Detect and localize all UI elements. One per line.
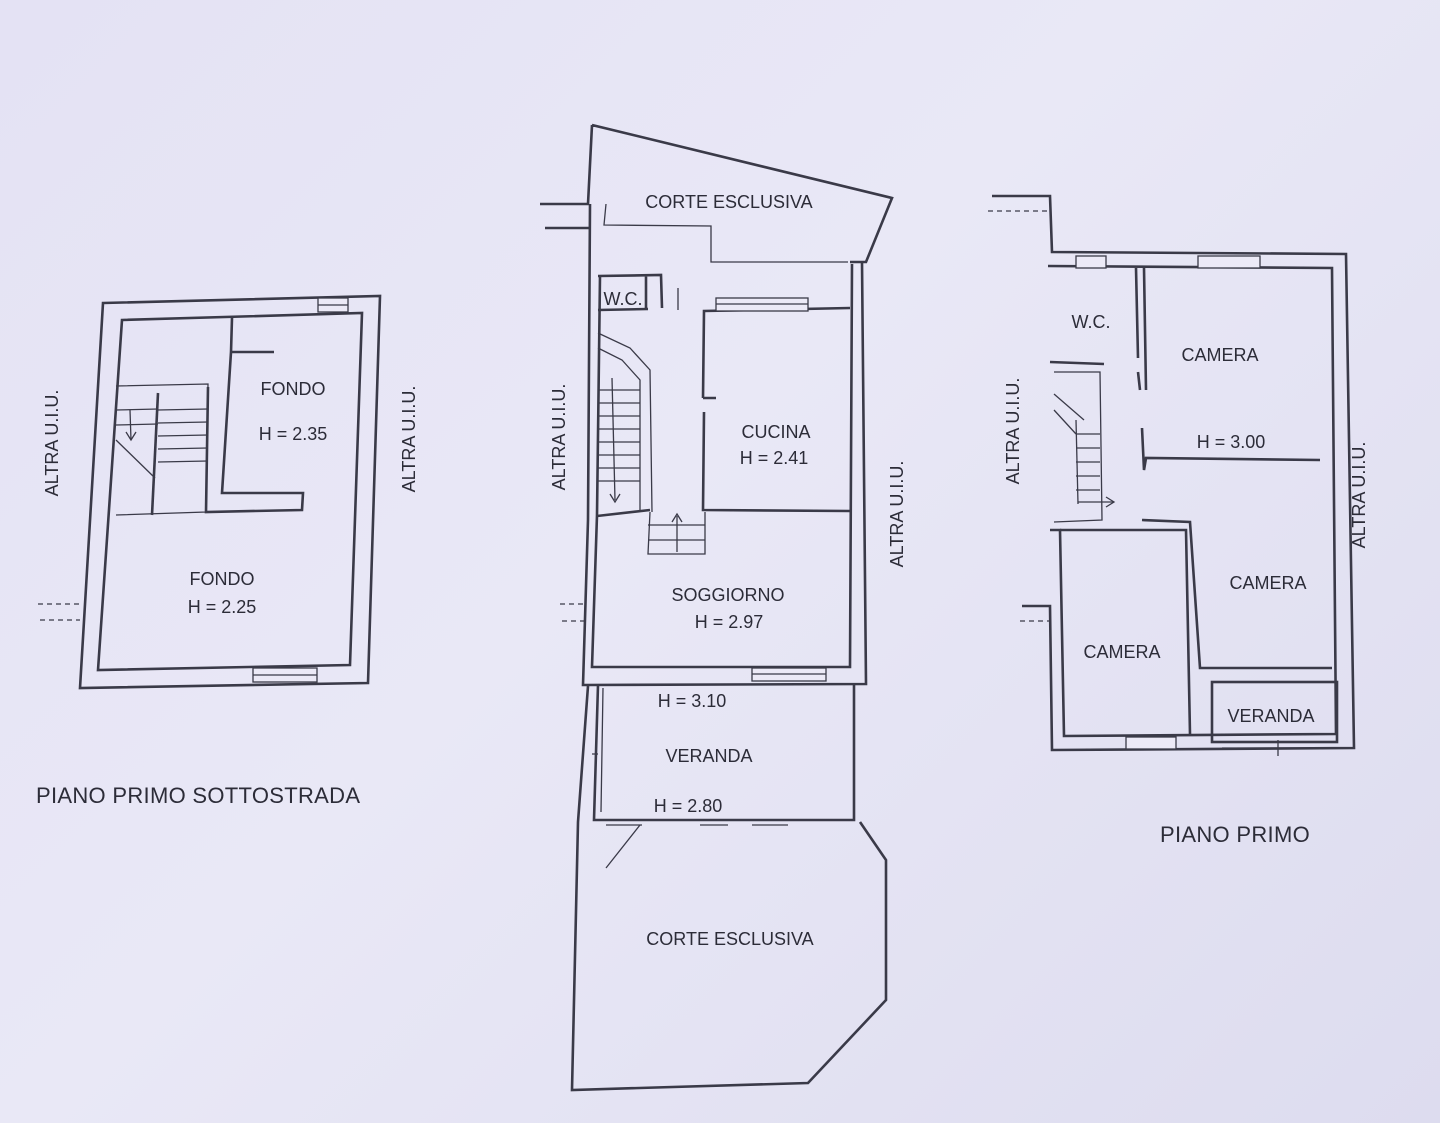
- basement-window-top: [317, 297, 349, 313]
- first-floor-plan: W.C. CAMERA H = 3.00 CAMERA CAMERA VERAN…: [988, 194, 1369, 847]
- first-wc-label: W.C.: [1072, 312, 1111, 332]
- ground-stairs: [597, 332, 706, 555]
- basement-stairs: [115, 383, 209, 516]
- first-veranda-name: VERANDA: [1227, 706, 1314, 726]
- ground-courtyard-top-inner: [603, 203, 848, 263]
- first-camera-top-height: H = 3.00: [1197, 432, 1266, 452]
- first-camera-top-name: CAMERA: [1181, 345, 1258, 365]
- first-outer-wall: [992, 194, 1356, 752]
- first-stairs: [1053, 371, 1116, 523]
- ground-plan: CORTE ESCLUSIVA W.C. CUCINA H = 2.41 SOG…: [540, 123, 907, 1092]
- ground-kitchen-height: H = 2.41: [740, 448, 809, 468]
- ground-outer-wall: [581, 203, 868, 687]
- basement-plan: FONDO H = 2.35 FONDO H = 2.25 ALTRA U.I.…: [36, 294, 419, 808]
- first-wc-walls: [1049, 267, 1142, 391]
- basement-inner-wall: [96, 311, 364, 672]
- first-window-wc: [1075, 255, 1107, 269]
- basement-room-1-height: H = 2.35: [259, 424, 328, 444]
- ground-veranda-height-bottom: H = 2.80: [654, 796, 723, 816]
- basement-room-1-name: FONDO: [261, 379, 326, 399]
- first-plan-title: PIANO PRIMO: [1160, 822, 1310, 847]
- ground-courtyard-bottom-boundary: [570, 685, 888, 1092]
- basement-partition: [204, 317, 305, 514]
- basement-outer-wall: [78, 294, 382, 690]
- first-side-label-right: ALTRA U.I.U.: [1349, 442, 1369, 549]
- ground-side-label-right: ALTRA U.I.U.: [887, 461, 907, 568]
- ground-side-label-left: ALTRA U.I.U.: [549, 384, 569, 491]
- ground-courtyard-top-boundary: [540, 123, 894, 264]
- basement-side-label-right: ALTRA U.I.U.: [399, 386, 419, 493]
- ground-wc-walls: [597, 273, 664, 312]
- first-side-label-left: ALTRA U.I.U.: [1003, 378, 1023, 485]
- ground-living-window: [751, 667, 827, 682]
- first-camera-right-name: CAMERA: [1229, 573, 1306, 593]
- ground-veranda-name: VERANDA: [665, 746, 752, 766]
- ground-kitchen-walls: [596, 306, 851, 518]
- basement-room-2-height: H = 2.25: [188, 597, 257, 617]
- ground-courtyard-bottom-label: CORTE ESCLUSIVA: [646, 929, 813, 949]
- first-camera-left-walls: [1060, 528, 1192, 735]
- basement-plan-title: PIANO PRIMO SOTTOSTRADA: [36, 783, 360, 808]
- first-veranda-box: [1210, 680, 1339, 744]
- ground-kitchen-name: CUCINA: [741, 422, 810, 442]
- basement-side-label-left: ALTRA U.I.U.: [42, 390, 62, 497]
- ground-inner-wall: [590, 263, 854, 669]
- first-window-camera-left: [1125, 736, 1177, 750]
- first-camera-right-walls: [1141, 518, 1332, 670]
- basement-window-bottom: [252, 667, 318, 683]
- first-inner-wall: [1047, 264, 1338, 738]
- first-camera-left-name: CAMERA: [1083, 642, 1160, 662]
- first-window-camera-top: [1197, 255, 1261, 269]
- ground-courtyard-top-label: CORTE ESCLUSIVA: [645, 192, 812, 212]
- ground-veranda-inner: [592, 687, 604, 813]
- first-camera-top-walls: [1140, 267, 1321, 471]
- ground-veranda-height-top: H = 3.10: [658, 691, 727, 711]
- basement-room-2-name: FONDO: [190, 569, 255, 589]
- ground-veranda-walls: [592, 684, 856, 822]
- ground-wc-label: W.C.: [604, 289, 643, 309]
- ground-kitchen-window: [715, 297, 809, 312]
- ground-living-name: SOGGIORNO: [671, 585, 784, 605]
- ground-living-height: H = 2.97: [695, 612, 764, 632]
